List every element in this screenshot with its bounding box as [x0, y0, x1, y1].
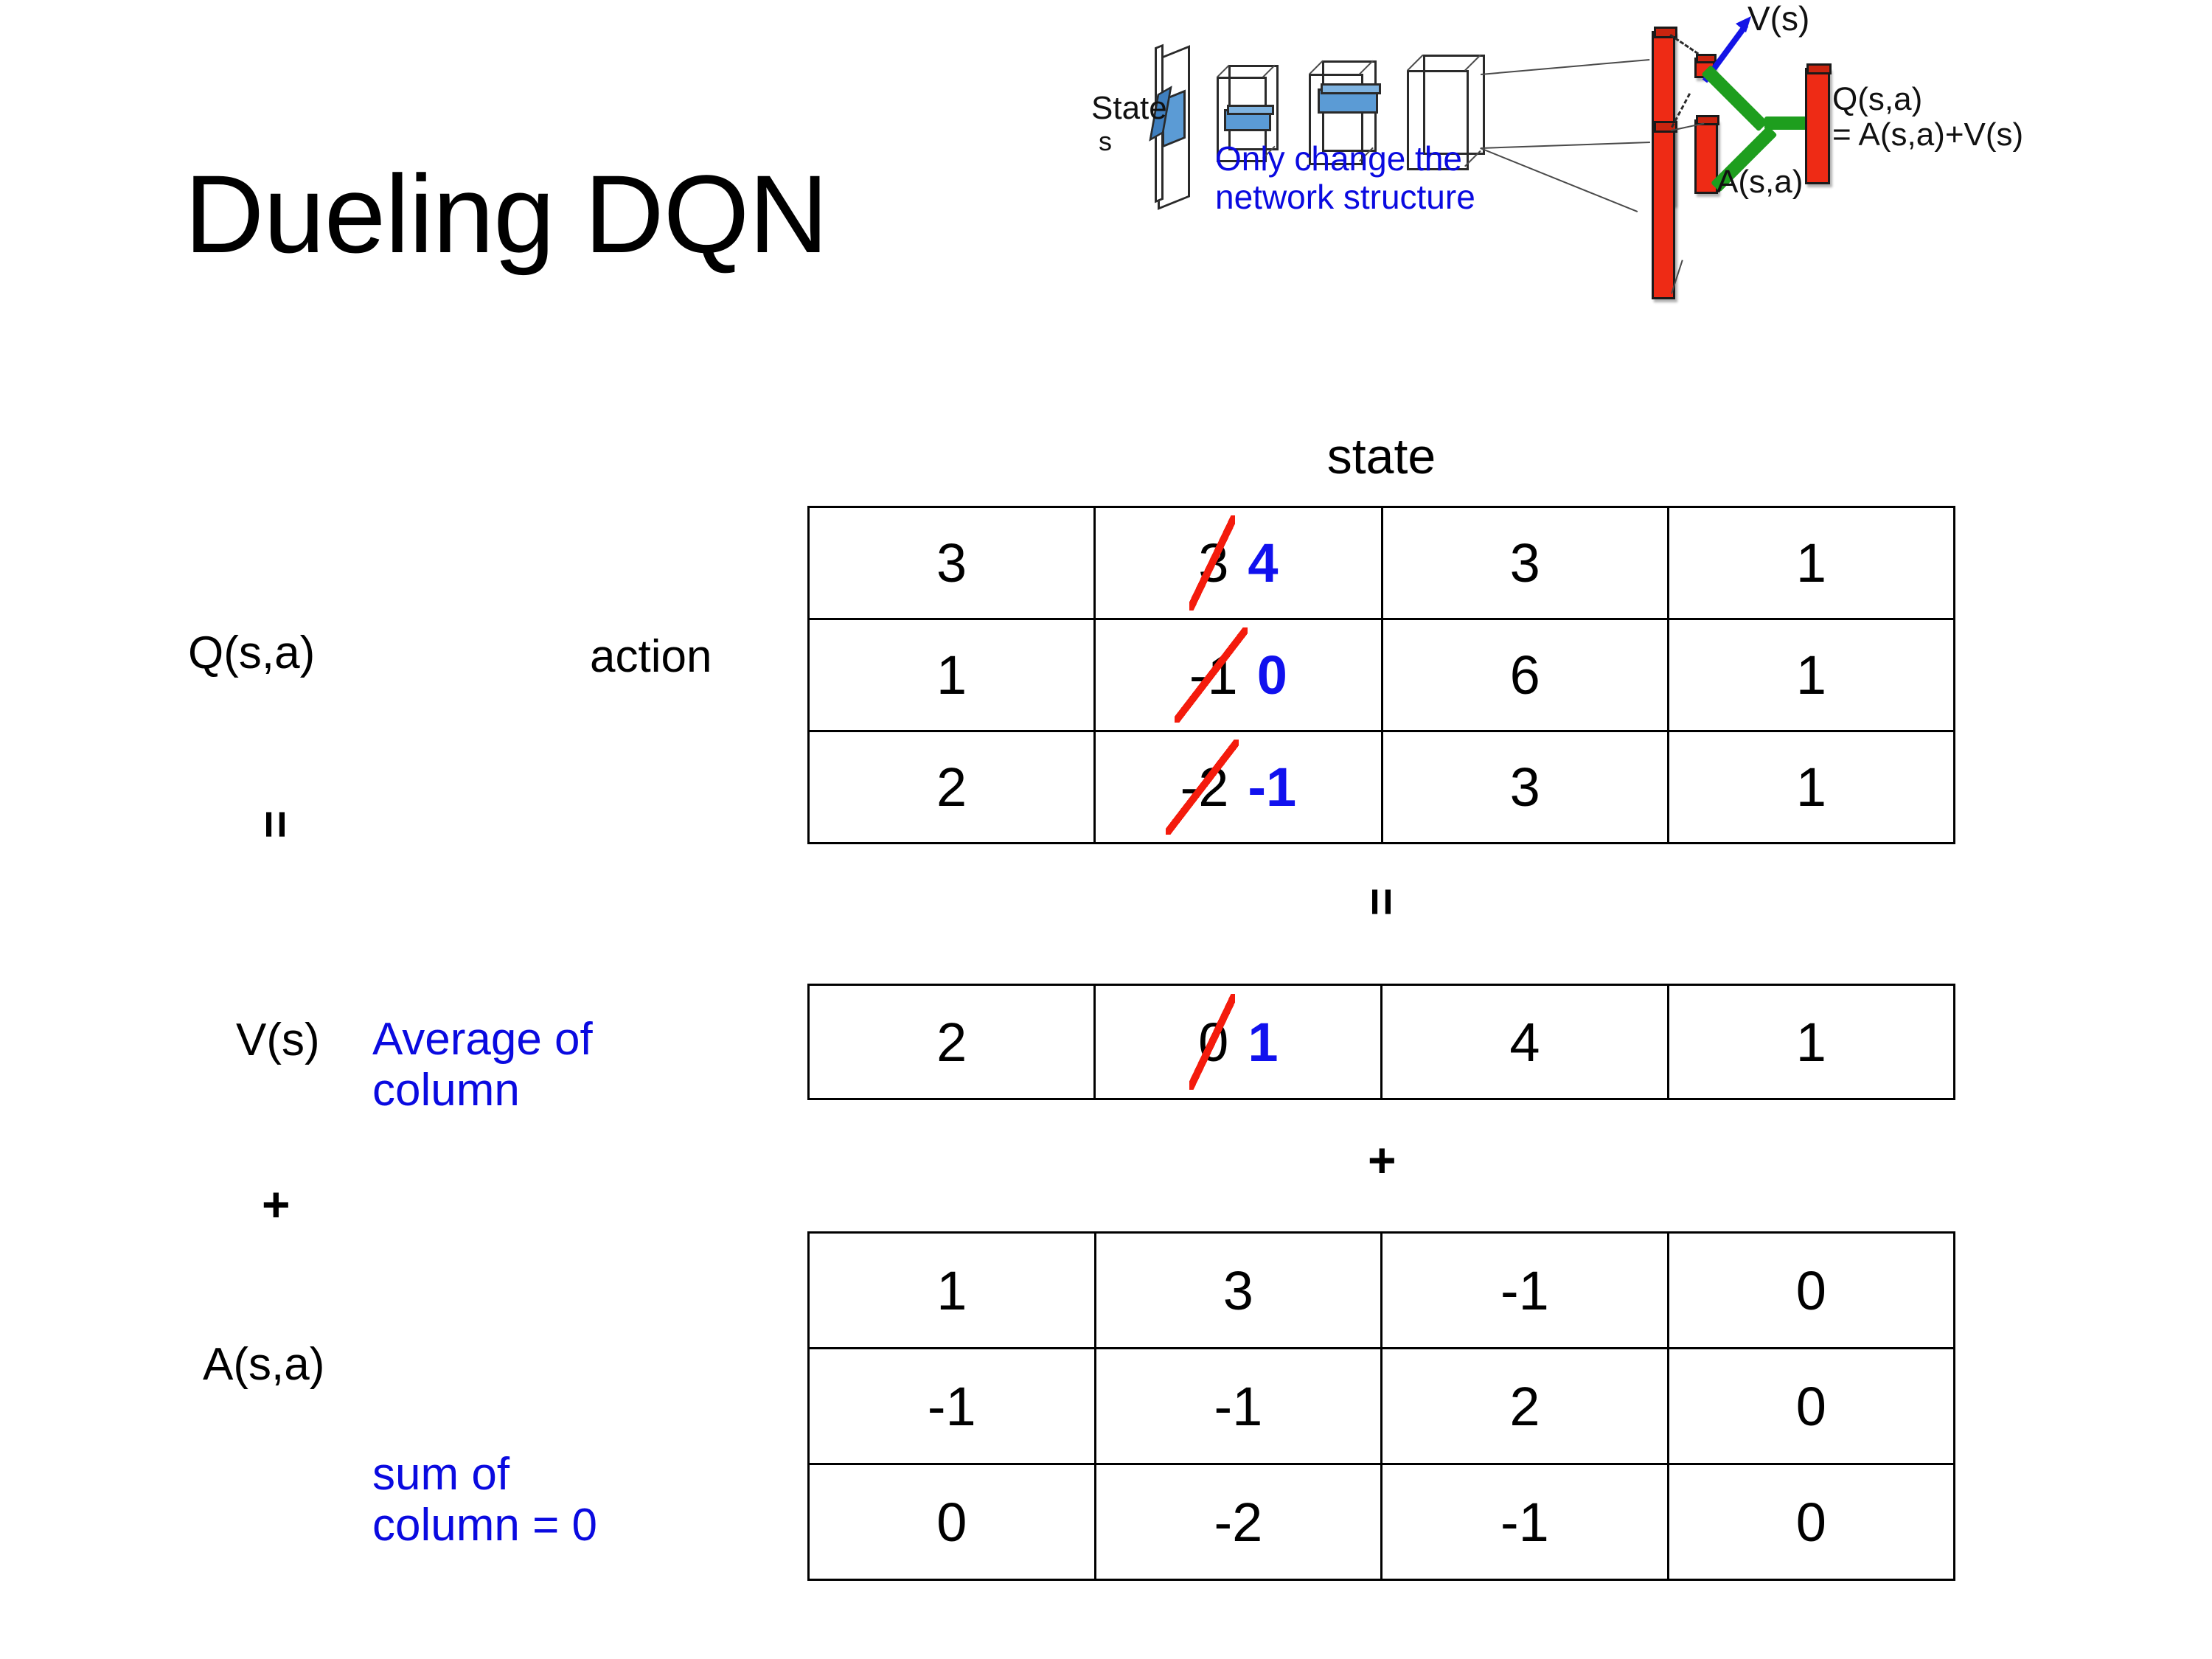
q-function-label: Q(s,a) [188, 627, 316, 678]
table-cell[interactable]: 4 [1380, 984, 1669, 1100]
struck-out-value: 3 [1189, 515, 1235, 611]
table-cell[interactable]: 2 [807, 730, 1096, 844]
table-cell[interactable]: -2-1 [1093, 730, 1383, 844]
table-cell[interactable]: 3 [1093, 1231, 1383, 1349]
table-cell[interactable]: -1 [807, 1347, 1096, 1465]
struck-out-value: -2 [1165, 739, 1239, 835]
v-function-label: V(s) [236, 1015, 320, 1065]
table-cell[interactable]: 3 [807, 506, 1096, 620]
struck-out-value: 0 [1189, 994, 1235, 1090]
table-cell[interactable]: 6 [1380, 618, 1669, 732]
fan-line-1-icon [1481, 58, 1650, 75]
corrected-value: 4 [1248, 532, 1279, 594]
corrected-value: 1 [1248, 1011, 1279, 1073]
table-cell[interactable]: 0 [1666, 1347, 1956, 1465]
struck-out-value: -1 [1175, 627, 1248, 723]
fan-line-3-icon [1481, 141, 1650, 149]
table-cell[interactable]: 2 [1380, 1347, 1669, 1465]
a-function-label: A(s,a) [203, 1339, 325, 1390]
plus-sign-mid: + [1368, 1133, 1397, 1187]
equals-glyph-2: = [1354, 887, 1410, 917]
state-symbol-label: s [1099, 126, 1112, 156]
table-cell[interactable]: 0 [807, 1463, 1096, 1581]
dueling-network-diagram: State s V(s) [1091, 0, 2212, 413]
conv-block-3-edge-icon [1407, 54, 1424, 72]
q-output-bar-icon [1805, 68, 1830, 184]
advantage-node-icon [1694, 119, 1718, 194]
value-stream-bar-top-icon [1654, 27, 1677, 38]
advantage-stream-bar-icon [1652, 125, 1675, 299]
table-cell[interactable]: 1 [807, 1231, 1096, 1349]
average-of-column-note: Average of column [372, 1014, 593, 1116]
table-cell[interactable]: -1 [1093, 1347, 1383, 1465]
conv-patch-2-top-icon [1321, 83, 1381, 94]
state-axis-header: state [1326, 428, 1436, 484]
equals-sign-2: = [1354, 877, 1409, 926]
q-output-label-line2: = A(s,a)+V(s) [1832, 116, 2024, 153]
table-cell[interactable]: 1 [1666, 984, 1956, 1100]
network-structure-note: Only change the network structure [1215, 139, 1475, 216]
table-cell[interactable]: 1 [1666, 506, 1956, 620]
table-cell[interactable]: -1 [1380, 1463, 1669, 1581]
table-cell[interactable]: -1 [1380, 1231, 1669, 1349]
corrected-value: -1 [1248, 757, 1297, 818]
combine-arm-out-icon [1764, 116, 1810, 130]
table-cell[interactable]: 0 [1666, 1463, 1956, 1581]
fan-line-2-icon [1480, 147, 1638, 213]
state-label: State [1091, 90, 1167, 126]
q-output-bar-top-icon [1806, 63, 1832, 74]
value-output-label: V(s) [1747, 0, 1810, 38]
edited-cell: -2-1 [1096, 732, 1380, 842]
corrected-value: 0 [1256, 644, 1287, 706]
conv-block-3-top-icon [1423, 55, 1485, 155]
equals-sign-1: = [248, 800, 303, 849]
value-node-top-icon [1696, 54, 1717, 63]
page-title: Dueling DQN [184, 152, 829, 276]
action-axis-label: action [590, 631, 712, 682]
table-cell[interactable]: 3 [1380, 730, 1669, 844]
equals-glyph-1: = [248, 810, 304, 839]
table-cell[interactable]: 0 [1666, 1231, 1956, 1349]
table-cell[interactable]: 2 [807, 984, 1096, 1100]
sum-of-column-note: sum of column = 0 [372, 1449, 598, 1551]
advantage-output-label: A(s,a) [1717, 164, 1804, 200]
table-cell[interactable]: 3 [1380, 506, 1669, 620]
conv-patch-1-top-icon [1227, 105, 1274, 115]
conv-block-2-edge-icon [1309, 60, 1324, 75]
q-output-label-line1: Q(s,a) [1832, 81, 1923, 117]
table-cell[interactable]: 1 [1666, 618, 1956, 732]
table-cell[interactable]: 1 [807, 618, 1096, 732]
plus-sign-left: + [262, 1177, 291, 1231]
table-cell[interactable]: 1 [1666, 730, 1956, 844]
table-cell[interactable]: -2 [1093, 1463, 1383, 1581]
